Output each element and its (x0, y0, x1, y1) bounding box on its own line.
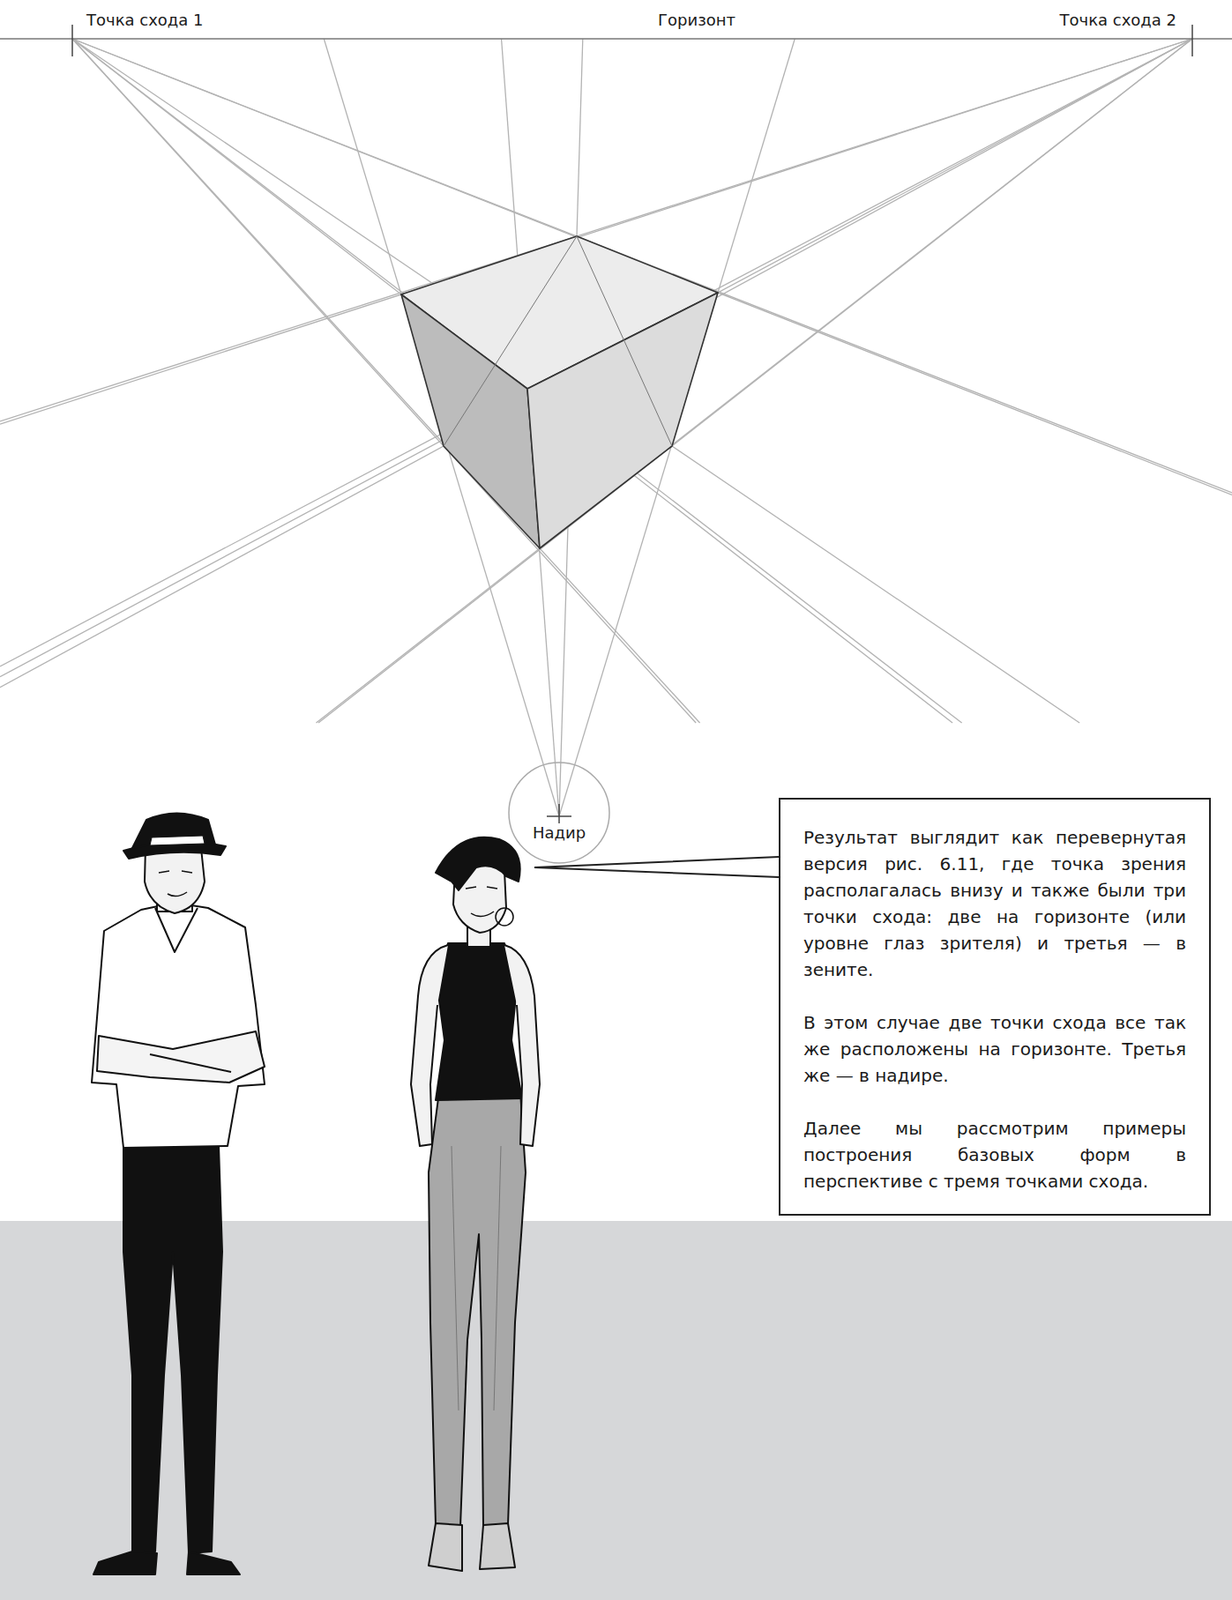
construction-line (72, 38, 963, 724)
construction-line (323, 38, 560, 817)
perspective-label: Точка схода 1 (83, 10, 206, 30)
perspective-label: Точка схода 2 (1057, 10, 1180, 30)
horizon-line (0, 37, 1232, 40)
callout-text: Далее мы рассмотрим примеры построения б… (803, 1115, 1187, 1195)
construction-line (72, 38, 1080, 724)
perspective-label: Горизонт (655, 10, 739, 30)
construction-line (316, 38, 1193, 724)
woman-figure (410, 837, 540, 1572)
callout-text: В этом случае две точки схода все так же… (803, 1009, 1187, 1090)
nadir-label: Надир (530, 823, 589, 844)
callout-text: Результат выглядит как перевернутая верс… (803, 824, 1187, 984)
construction-line (0, 38, 1193, 678)
man-figure (91, 813, 265, 1576)
construction-lines (0, 38, 1232, 817)
construction-line (72, 38, 953, 724)
nadir-circle (508, 762, 610, 864)
vp-tick (1191, 24, 1194, 57)
vp-tick (71, 24, 74, 57)
cube (401, 236, 718, 549)
callout-box: Результат выглядит как перевернутая верс… (778, 798, 1211, 1217)
callout-pointer (534, 857, 779, 878)
construction-line (0, 38, 1193, 688)
construction-line (0, 38, 1193, 667)
